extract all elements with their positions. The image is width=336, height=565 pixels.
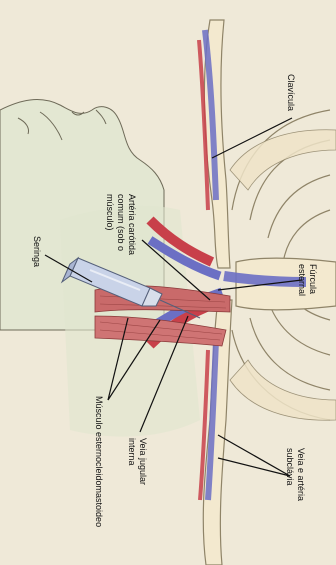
label-veia-jugular: Veia jugular interna — [126, 438, 148, 485]
label-clavicula: Clavícula — [285, 74, 296, 111]
label-seringa: Seringa — [31, 236, 42, 267]
label-musculo-esternocleidomastoideo: Músculo esternocleidomastoideo — [93, 396, 104, 527]
label-veia-arteria-subclavia: Veia e artéria subclávia — [284, 448, 306, 501]
label-furcula: Fúrcula esternal — [296, 264, 318, 296]
label-arteria-carotida: Artéria carótida comum (sob o músculo) — [104, 194, 137, 255]
